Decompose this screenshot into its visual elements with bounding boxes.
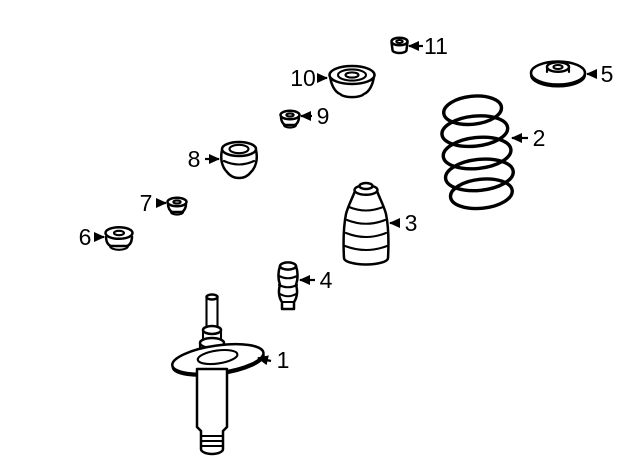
cap-nut-part[interactable]: [390, 36, 409, 55]
strut-shock-absorber-part[interactable]: [170, 293, 265, 456]
dust-boot-part[interactable]: [342, 181, 390, 266]
callout-label-7[interactable]: 7: [140, 190, 153, 216]
callout-label-9[interactable]: 9: [317, 103, 330, 129]
callout-label-5[interactable]: 5: [601, 61, 614, 87]
strut-mount-part[interactable]: [529, 60, 587, 88]
callout-label-10[interactable]: 10: [290, 65, 316, 91]
callout-label-1[interactable]: 1: [277, 347, 290, 373]
callout-label-11[interactable]: 11: [424, 33, 448, 59]
spring-seat-cap-part[interactable]: [328, 64, 376, 99]
grommet-part[interactable]: [279, 109, 301, 129]
callout-labels: 1 2 3 4 5 6 7 8 9 10 11: [79, 33, 614, 373]
small-grommet-part[interactable]: [166, 196, 188, 216]
callout-label-2[interactable]: 2: [533, 125, 546, 151]
callout-label-6[interactable]: 6: [79, 224, 92, 250]
callout-arrow-1: [257, 355, 272, 366]
callout-label-4[interactable]: 4: [320, 267, 333, 293]
callout-label-3[interactable]: 3: [405, 210, 418, 236]
bump-stop-part[interactable]: [277, 261, 299, 311]
coil-spring-part[interactable]: [437, 93, 516, 212]
callout-arrows: [94, 41, 597, 366]
upper-grommet-part[interactable]: [104, 225, 134, 251]
insulator-bushing-part[interactable]: [219, 140, 259, 180]
callout-label-8[interactable]: 8: [188, 146, 201, 172]
